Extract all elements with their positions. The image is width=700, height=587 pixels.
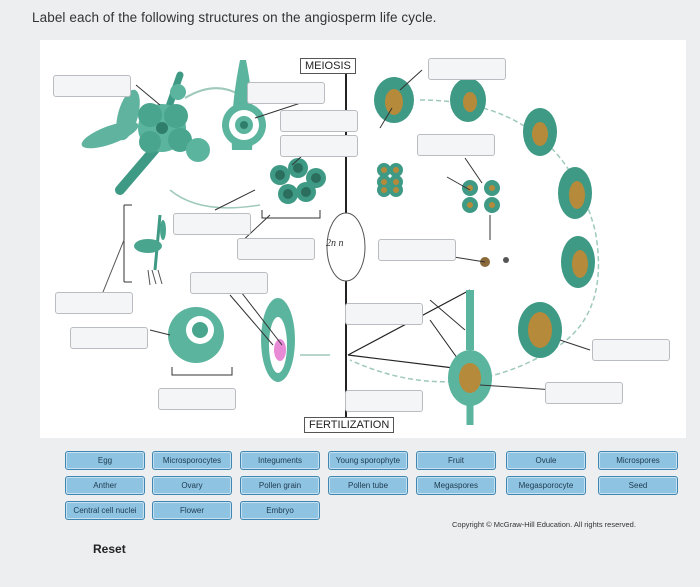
drop-zone-17[interactable] (545, 382, 623, 404)
drop-zone-14[interactable] (592, 339, 670, 361)
chip-flower[interactable]: Flower (152, 501, 232, 520)
drop-zone-15[interactable] (345, 390, 423, 412)
embryo-sac-icon-2 (561, 236, 595, 288)
chip-microspores[interactable]: Microspores (598, 451, 678, 470)
chip-young-sporophyte[interactable]: Young sporophyte (328, 451, 408, 470)
ovule-icon (450, 78, 486, 122)
chip-anther[interactable]: Anther (65, 476, 145, 495)
drop-zone-4[interactable] (280, 135, 358, 157)
chip-fruit[interactable]: Fruit (416, 451, 496, 470)
chip-megasporocyte[interactable]: Megasporocyte (506, 476, 586, 495)
drop-zone-7[interactable] (173, 213, 251, 235)
drop-zone-8[interactable] (237, 238, 315, 260)
drop-zone-6[interactable] (417, 134, 495, 156)
chip-integuments[interactable]: Integuments (240, 451, 320, 470)
drop-zone-9[interactable] (378, 239, 456, 261)
pistil-pollen-tube-icon (448, 290, 492, 425)
mature-ovule-icon (518, 302, 562, 358)
page-title: Label each of the following structures o… (32, 10, 437, 25)
embryo-sac-icon-1 (558, 167, 592, 219)
megasporocyte-ovule-icon (374, 77, 414, 123)
megaspores-icon (523, 108, 557, 156)
cycle-arrow-left (169, 189, 261, 209)
meiosis-label: MEIOSIS (300, 58, 356, 74)
chip-embryo[interactable]: Embryo (240, 501, 320, 520)
fruit-icon (168, 307, 233, 376)
microspore-tetrads-icon (377, 163, 403, 197)
chip-ovary[interactable]: Ovary (152, 476, 232, 495)
chip-megaspores[interactable]: Megaspores (416, 476, 496, 495)
drop-zone-5[interactable] (428, 58, 506, 80)
chip-egg[interactable]: Egg (65, 451, 145, 470)
drop-zone-16[interactable] (158, 388, 236, 410)
drop-zone-12[interactable] (70, 327, 148, 349)
copyright-notice: Copyright © McGraw-Hill Education. All r… (452, 520, 636, 529)
chip-ovule[interactable]: Ovule (506, 451, 586, 470)
chip-microsporocytes[interactable]: Microsporocytes (152, 451, 232, 470)
reset-button[interactable]: Reset (93, 542, 126, 556)
sporophyte-flower-icon (81, 71, 210, 195)
chip-central-cell-nuclei[interactable]: Central cell nuclei (65, 501, 145, 520)
drop-zone-11[interactable] (55, 292, 133, 314)
chip-pollen-tube[interactable]: Pollen tube (328, 476, 408, 495)
pollen-grains-icon (462, 180, 509, 267)
ploidy-oval (326, 212, 366, 282)
young-sporophyte-icon (102, 204, 166, 293)
ploidy-label: 2n n (326, 238, 344, 249)
drop-zone-10[interactable] (190, 272, 268, 294)
drop-zone-1[interactable] (53, 75, 131, 97)
chip-pollen-grain[interactable]: Pollen grain (240, 476, 320, 495)
drop-zone-2[interactable] (247, 82, 325, 104)
microsporangia-icon (261, 158, 326, 219)
drop-zone-13[interactable] (345, 303, 423, 325)
fertilization-label: FERTILIZATION (304, 417, 395, 433)
drop-zone-3[interactable] (280, 110, 358, 132)
chip-seed[interactable]: Seed (598, 476, 678, 495)
